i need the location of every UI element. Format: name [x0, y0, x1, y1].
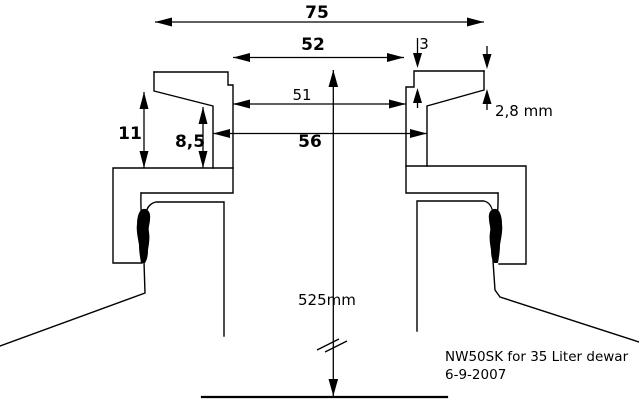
arrowhead-right: [387, 53, 404, 62]
right-weld-bead: [488, 208, 503, 263]
left-flange-recess-profile: [153, 71, 214, 169]
arrowhead-up: [328, 70, 339, 87]
arrowhead-right: [389, 99, 406, 109]
left-flange-base-profile: [112, 167, 234, 264]
flange-cross-section: [0, 70, 639, 347]
left-weld-bead: [136, 208, 151, 263]
dim-8-5-label: 8,5: [175, 132, 205, 152]
dim-56-label: 56: [298, 132, 322, 152]
left-neck-wall: [0, 192, 146, 347]
drawing-title: NW50SK for 35 Liter dewar: [445, 349, 629, 365]
dim-75-label: 75: [305, 3, 329, 23]
arrowhead-left: [233, 99, 250, 109]
right-neck-bore: [416, 200, 494, 332]
arrowhead-up: [198, 107, 208, 124]
arrowhead-right: [467, 17, 484, 27]
arrowhead-up: [139, 92, 149, 109]
arrowhead-left: [233, 53, 250, 62]
dim-8-5: 8,5: [175, 107, 208, 168]
dim-52: 52: [233, 35, 404, 62]
arrowhead-down: [482, 54, 492, 69]
arrowhead-up: [413, 88, 422, 103]
arrowhead-down: [328, 379, 339, 396]
arrowhead-right: [410, 129, 427, 138]
arrowhead-left: [155, 17, 172, 27]
arrowhead-down: [413, 53, 422, 68]
dim-75: 75: [155, 3, 484, 27]
dim-56: 56: [213, 129, 427, 152]
right-flange-base-profile: [405, 165, 527, 265]
dim-525-label: 525mm: [298, 291, 356, 309]
arrowhead-up: [482, 89, 492, 104]
dim-3: 3: [413, 35, 429, 108]
arrowhead-down: [139, 151, 149, 168]
break-symbol: [316, 338, 348, 353]
left-flange-profile: [140, 71, 234, 194]
arrowhead-down: [198, 151, 208, 168]
arrowhead-left: [213, 129, 230, 138]
drawing-date: 6-9-2007: [445, 367, 506, 383]
dim-51-label: 51: [292, 86, 311, 104]
right-flange-profile: [405, 70, 499, 194]
dim-2-8: 2,8 mm: [482, 46, 553, 120]
dim-51: 51: [233, 86, 406, 109]
dim-3-label: 3: [419, 35, 429, 53]
right-neck-wall: [492, 192, 639, 343]
left-neck-bore: [145, 201, 225, 337]
dim-11: 11: [118, 92, 149, 168]
right-flange-recess-profile: [426, 70, 485, 167]
dim-11-label: 11: [118, 124, 142, 144]
dim-2-8-label: 2,8 mm: [495, 102, 553, 120]
dim-52-label: 52: [301, 35, 325, 55]
title-block: NW50SK for 35 Liter dewar 6-9-2007: [445, 349, 629, 383]
dim-525: 525mm: [298, 70, 356, 396]
